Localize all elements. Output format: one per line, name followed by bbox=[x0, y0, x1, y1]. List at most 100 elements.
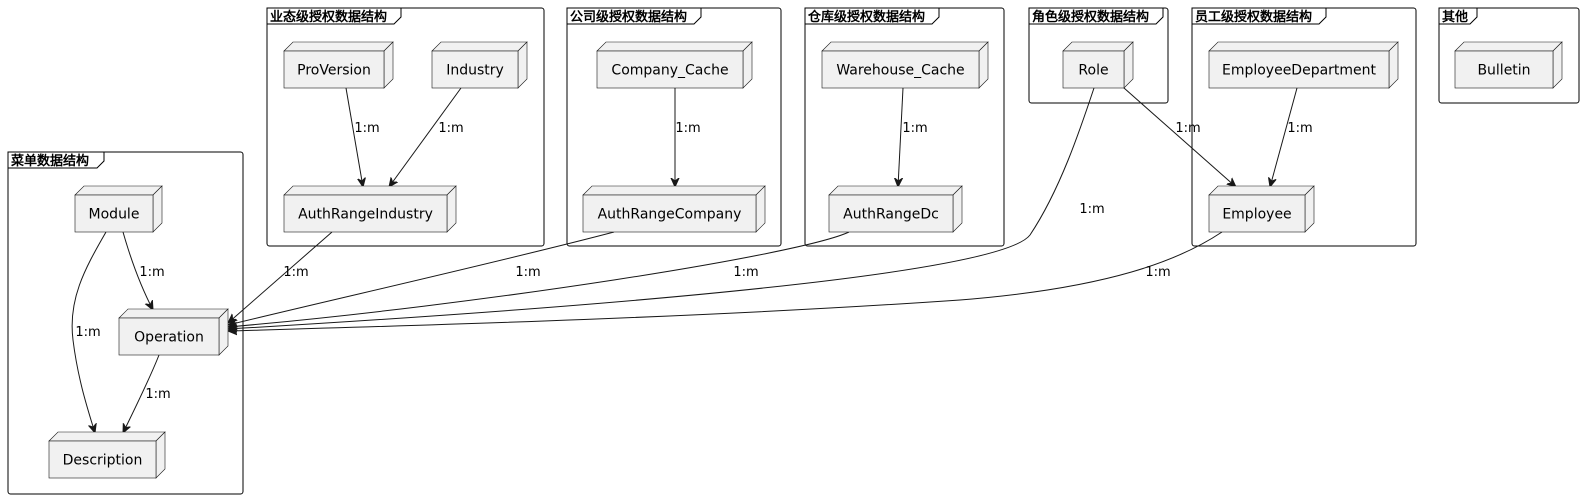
node-top-face bbox=[828, 185, 963, 196]
node-top-face bbox=[1062, 41, 1134, 52]
node-label: ProVersion bbox=[297, 63, 371, 79]
frame-title: 业态级授权数据结构 bbox=[270, 9, 387, 25]
frame-title: 公司级授权数据结构 bbox=[570, 9, 687, 25]
edge-label: 1:m bbox=[902, 121, 927, 136]
frame-employee: 员工级授权数据结构 bbox=[1191, 7, 1417, 247]
node-label: Industry bbox=[446, 63, 504, 79]
edge-label: 1:m bbox=[515, 265, 540, 280]
edge-role-to-employee bbox=[1123, 87, 1236, 187]
frame-company: 公司级授权数据结构 bbox=[566, 7, 782, 247]
edge-label: 1:m bbox=[1287, 121, 1312, 136]
node-front-face bbox=[828, 194, 954, 233]
node-top-face bbox=[48, 431, 166, 442]
edge-label: 1:m bbox=[145, 387, 170, 402]
edge-proversion-to-authrangeindustry bbox=[345, 87, 363, 187]
frame-title-tab bbox=[1438, 7, 1478, 25]
edge-authrangedc-to-operation bbox=[228, 231, 850, 327]
node-authrangecompany[interactable]: AuthRangeCompany bbox=[582, 185, 766, 233]
edge-label: 1:m bbox=[1079, 202, 1104, 217]
node-label: AuthRangeCompany bbox=[598, 207, 742, 223]
node-label: EmployeeDepartment bbox=[1222, 63, 1377, 79]
node-front-face bbox=[48, 440, 157, 479]
node-label: Operation bbox=[134, 330, 204, 346]
node-front-face bbox=[74, 194, 154, 233]
edge-label: 1:m bbox=[283, 265, 308, 280]
edge-label: 1:m bbox=[733, 265, 758, 280]
frame-border bbox=[1438, 7, 1580, 104]
node-front-face bbox=[1062, 50, 1125, 89]
node-industry[interactable]: Industry bbox=[431, 41, 528, 89]
frame-title: 员工级授权数据结构 bbox=[1195, 9, 1312, 25]
node-company-cache[interactable]: Company_Cache bbox=[596, 41, 753, 89]
edge-employee-to-operation bbox=[228, 231, 1223, 331]
frame-title: 角色级授权数据结构 bbox=[1032, 9, 1149, 25]
frame-title: 菜单数据结构 bbox=[10, 153, 89, 169]
node-label: Role bbox=[1078, 63, 1108, 79]
edge-operation-to-description bbox=[123, 354, 160, 433]
node-label: AuthRangeIndustry bbox=[298, 207, 433, 223]
node-top-face bbox=[596, 41, 753, 52]
node-module[interactable]: Module bbox=[74, 185, 163, 233]
node-top-face bbox=[1454, 41, 1563, 52]
edge-employeedepartment-to-employee bbox=[1270, 87, 1298, 187]
frame-title-tab bbox=[266, 7, 402, 25]
node-front-face bbox=[283, 50, 385, 89]
frame-title-tab bbox=[7, 151, 105, 169]
edge-label: 1:m bbox=[1145, 265, 1170, 280]
node-bulletin[interactable]: Bulletin bbox=[1454, 41, 1563, 89]
edge-industry-to-authrangeindustry bbox=[389, 87, 462, 187]
node-top-face bbox=[431, 41, 528, 52]
node-label: Module bbox=[89, 207, 140, 223]
node-top-face bbox=[1208, 185, 1315, 196]
frame-industry: 业态级授权数据结构 bbox=[266, 7, 545, 247]
edge-module-to-description bbox=[71, 231, 107, 433]
node-front-face bbox=[596, 50, 744, 89]
node-label: Employee bbox=[1222, 207, 1291, 223]
node-operation[interactable]: Operation bbox=[118, 308, 229, 356]
edge-label: 1:m bbox=[139, 265, 164, 280]
node-role[interactable]: Role bbox=[1062, 41, 1134, 89]
frame-title-tab bbox=[1191, 7, 1327, 25]
node-front-face bbox=[431, 50, 519, 89]
node-employeedepartment[interactable]: EmployeeDepartment bbox=[1208, 41, 1399, 89]
node-top-face bbox=[283, 185, 457, 196]
node-front-face bbox=[1208, 50, 1390, 89]
node-front-face bbox=[1208, 194, 1306, 233]
node-label: Bulletin bbox=[1477, 63, 1530, 79]
frame-warehouse: 仓库级授权数据结构 bbox=[804, 7, 1005, 247]
node-proversion[interactable]: ProVersion bbox=[283, 41, 394, 89]
node-authrangedc[interactable]: AuthRangeDc bbox=[828, 185, 963, 233]
edge-label: 1:m bbox=[1175, 121, 1200, 136]
node-front-face bbox=[118, 317, 220, 356]
frame-role: 角色级授权数据结构 bbox=[1028, 7, 1169, 104]
frame-title-tab bbox=[566, 7, 702, 25]
frame-title-tab bbox=[804, 7, 940, 25]
frame-border bbox=[7, 151, 244, 495]
node-authrangeindustry[interactable]: AuthRangeIndustry bbox=[283, 185, 457, 233]
node-label: Description bbox=[63, 453, 143, 469]
frame-title: 仓库级授权数据结构 bbox=[807, 9, 925, 25]
edge-label: 1:m bbox=[354, 121, 379, 136]
node-top-face bbox=[582, 185, 766, 196]
edge-authrangecompany-to-operation bbox=[228, 231, 615, 325]
frame-menu: 菜单数据结构 bbox=[7, 151, 244, 495]
node-top-face bbox=[118, 308, 229, 319]
node-top-face bbox=[74, 185, 163, 196]
edge-warehouse_cache-to-authrangedc bbox=[898, 87, 904, 187]
node-warehouse-cache[interactable]: Warehouse_Cache bbox=[821, 41, 989, 89]
frame-other: 其他 bbox=[1438, 7, 1580, 104]
node-label: Company_Cache bbox=[611, 63, 728, 79]
node-description[interactable]: Description bbox=[48, 431, 166, 479]
node-top-face bbox=[1208, 41, 1399, 52]
edge-label: 1:m bbox=[675, 121, 700, 136]
frame-border bbox=[266, 7, 545, 247]
node-front-face bbox=[582, 194, 757, 233]
frame-title-tab bbox=[1028, 7, 1164, 25]
node-employee[interactable]: Employee bbox=[1208, 185, 1315, 233]
edge-label: 1:m bbox=[438, 121, 463, 136]
node-top-face bbox=[283, 41, 394, 52]
node-front-face bbox=[821, 50, 980, 89]
edge-module-to-operation bbox=[122, 231, 153, 310]
edge-authrangeindustry-to-operation bbox=[228, 231, 333, 323]
